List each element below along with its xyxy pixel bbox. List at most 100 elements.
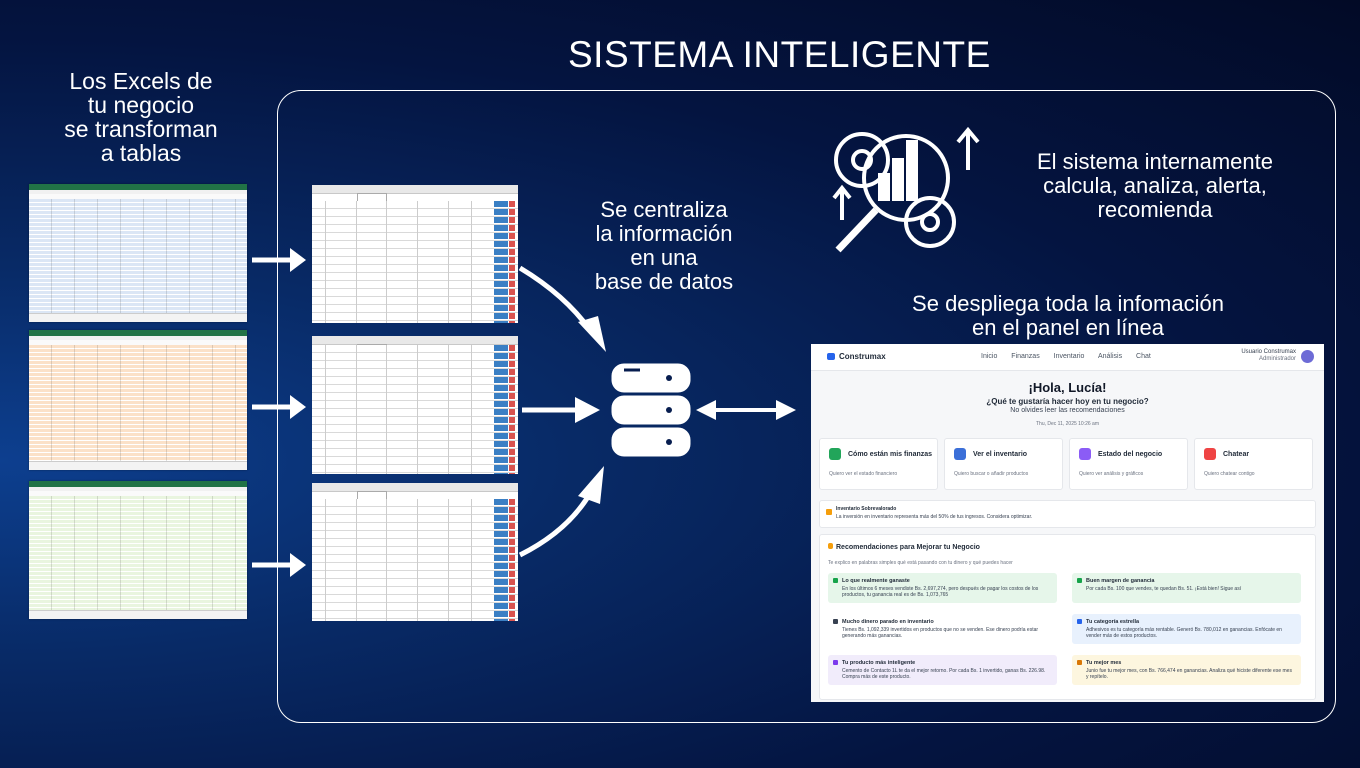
card-chatear[interactable]: Chatear Quiero chatear contigo	[1194, 438, 1313, 490]
dashboard-screenshot: Construmax Inicio Finanzas Inventario An…	[811, 344, 1324, 702]
warning-icon	[826, 509, 832, 515]
card-desc: Quiero ver el estado financiero	[829, 471, 898, 477]
system-caption: El sistema internamente calcula, analiza…	[1000, 150, 1310, 222]
caption-line: Se despliega toda la infomación	[912, 291, 1224, 316]
caption-line: se transforman	[64, 116, 218, 142]
system-frame	[277, 90, 1336, 723]
excels-caption: Los Excels de tu negocio se transforman …	[28, 69, 254, 165]
nav-item-finanzas[interactable]: Finanzas	[1011, 353, 1040, 360]
chat-icon	[1204, 448, 1216, 460]
main-title: SISTEMA INTELIGENTE	[568, 34, 991, 75]
alert-title: Inventario Sobrevalorado	[836, 506, 897, 512]
card-title: Cómo están mis finanzas	[848, 451, 933, 458]
arrow-right-icon	[252, 248, 306, 272]
chart-icon	[1079, 448, 1091, 460]
card-title: Ver el inventario	[973, 451, 1028, 458]
building-icon	[827, 353, 835, 360]
card-estado[interactable]: Estado del negocio Quiero ver análisis y…	[1069, 438, 1188, 490]
caption-line: base de datos	[594, 269, 734, 294]
rec-text: Adhesivos es tu categoría más rentable. …	[1086, 627, 1282, 639]
boxes-icon	[833, 619, 838, 624]
reminder: No olvides leer las recomendaciones	[1010, 407, 1125, 414]
brand-name: Construmax	[839, 352, 886, 361]
card-finanzas[interactable]: Cómo están mis finanzas Quiero ver el es…	[819, 438, 938, 490]
caption-line: la información	[595, 221, 733, 246]
avatar[interactable]	[1301, 350, 1314, 363]
rec-card: Tu mejor mes Junio fue tu mejor mes, con…	[1072, 655, 1301, 685]
nav-item-chat[interactable]: Chat	[1136, 353, 1151, 360]
rec-title: Tu mejor mes	[1086, 660, 1122, 666]
recommendations-title: Recomendaciones para Mejorar tu Negocio	[828, 543, 980, 551]
panel-caption: Se despliega toda la infomación en el pa…	[858, 292, 1278, 340]
rec-title: Lo que realmente ganaste	[842, 578, 910, 584]
user-info[interactable]: Usuario Construmax Administrador	[1241, 349, 1296, 363]
rec-card: Lo que realmente ganaste En los últimos …	[828, 573, 1057, 603]
nav-menu: Inicio Finanzas Inventario Análisis Chat	[981, 353, 1163, 360]
curved-arrow-icon	[518, 265, 606, 352]
caption-line: a tablas	[100, 140, 182, 166]
date-label: Thu, Dec 11, 2025 10:26 am	[1035, 421, 1099, 427]
greeting: ¡Hola, Lucía!	[1028, 380, 1107, 395]
centralize-caption: Se centraliza la información en una base…	[566, 198, 762, 294]
card-desc: Quiero chatear contigo	[1204, 471, 1255, 477]
nav-item-inventario[interactable]: Inventario	[1053, 353, 1085, 360]
caption-line: recomienda	[1097, 197, 1213, 222]
arrow-right-icon	[522, 397, 600, 423]
database-icon	[611, 363, 691, 457]
caption-line: tu negocio	[87, 92, 195, 118]
user-role: Administrador	[1258, 356, 1296, 362]
rec-text: Cemento de Contacto 1L te da el mejor re…	[842, 668, 1046, 680]
recommendations-title-text: Recomendaciones para Mejorar tu Negocio	[836, 544, 980, 551]
card-desc: Quiero buscar o añadir productos	[954, 471, 1029, 477]
caption-line: calcula, analiza, alerta,	[1043, 173, 1267, 198]
card-desc: Quiero ver análisis y gráficos	[1079, 471, 1144, 477]
user-name: Usuario Construmax	[1241, 349, 1296, 355]
dashboard-navbar: Construmax Inicio Finanzas Inventario An…	[811, 344, 1324, 371]
nav-item-inicio[interactable]: Inicio	[981, 353, 998, 360]
rec-card: Tu producto más inteligente Cemento de C…	[828, 655, 1057, 685]
brand-logo[interactable]: Construmax	[827, 352, 886, 361]
box-icon	[954, 448, 966, 460]
caption-line: Los Excels de	[69, 68, 213, 94]
curved-arrow-icon	[518, 466, 604, 558]
excel-sheet-thumbnail	[29, 481, 247, 619]
rec-title: Tu categoría estrella	[1086, 619, 1140, 625]
question: ¿Qué te gustaría hacer hoy en tu negocio…	[986, 397, 1149, 406]
nav-item-analisis[interactable]: Análisis	[1097, 353, 1123, 360]
double-arrow-icon	[696, 400, 796, 420]
inventory-alert: Inventario Sobrevalorado La inversión en…	[819, 500, 1316, 528]
rec-text: Por cada Bs. 100 que vendes, te quedan B…	[1086, 586, 1242, 592]
rec-text: En los últimos 6 meses vendiste Bs. 2,69…	[842, 586, 1039, 598]
database-table-thumbnail	[312, 336, 518, 474]
rec-title: Tu producto más inteligente	[842, 660, 916, 666]
alert-text: La inversión en inventario representa má…	[836, 514, 1033, 520]
caption-line: El sistema internamente	[1037, 149, 1273, 174]
arrow-right-icon	[252, 553, 306, 577]
caption-line: en el panel en línea	[971, 315, 1165, 340]
caption-line: Se centraliza	[600, 197, 728, 222]
database-table-thumbnail	[312, 185, 518, 323]
database-table-thumbnail	[312, 483, 518, 621]
recommendations-panel: Recomendaciones para Mejorar tu Negocio …	[819, 534, 1316, 700]
lightbulb-icon	[828, 543, 833, 549]
trophy-icon	[1077, 660, 1082, 665]
arrow-right-icon	[252, 395, 306, 419]
rec-title: Buen margen de ganancia	[1086, 578, 1155, 584]
caption-line: en una	[630, 245, 698, 270]
excel-sheet-thumbnail	[29, 330, 247, 470]
trend-up-icon	[1077, 578, 1082, 583]
rec-card: Tu categoría estrella Adhesivos es tu ca…	[1072, 614, 1301, 644]
rec-text: Junio fue tu mejor mes, con Bs. 766,474 …	[1086, 668, 1292, 680]
card-title: Estado del negocio	[1098, 451, 1163, 458]
rec-title: Mucho dinero parado en inventario	[842, 619, 934, 625]
card-inventario[interactable]: Ver el inventario Quiero buscar o añadir…	[944, 438, 1063, 490]
rocket-icon	[833, 660, 838, 665]
recommendations-subtitle: Te explico en palabras simples qué está …	[828, 560, 1013, 566]
money-icon	[829, 448, 841, 460]
money-icon	[833, 578, 838, 583]
analytics-gears-icon	[832, 126, 980, 253]
rec-card: Buen margen de ganancia Por cada Bs. 100…	[1072, 573, 1301, 603]
rec-text: Tienes Bs. 1,092,339 invertidos en produ…	[842, 627, 1039, 639]
card-title: Chatear	[1223, 451, 1250, 458]
